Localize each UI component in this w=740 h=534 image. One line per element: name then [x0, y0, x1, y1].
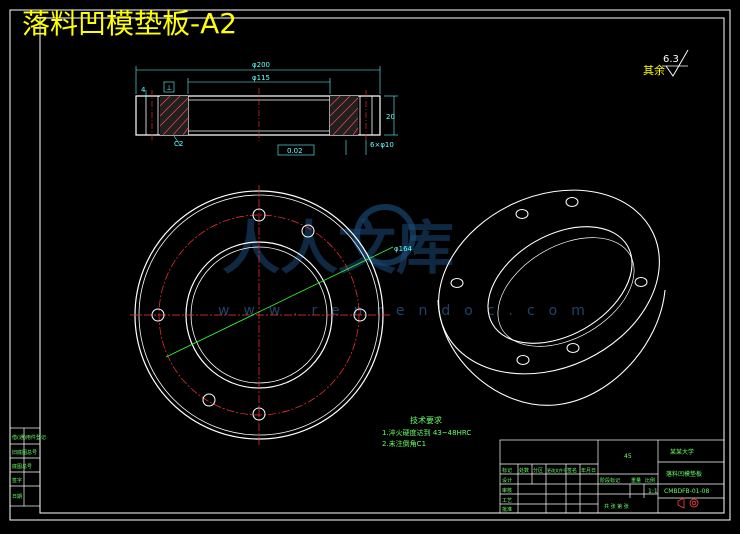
- tb-role-label: 审核: [502, 487, 512, 494]
- isometric-view: [437, 189, 666, 406]
- bolt-hole: [202, 393, 216, 407]
- watermark-logo-icon: [354, 204, 416, 266]
- roughness-value: 6.3: [663, 54, 679, 65]
- tb-row-label: 更改文件号: [547, 467, 567, 473]
- outer-border: [9, 9, 731, 521]
- iso-top-face: [438, 189, 660, 375]
- notes-heading: 技术要求: [410, 415, 442, 425]
- side-row-4: 签字: [12, 477, 22, 484]
- section-hatch-right: [329, 95, 359, 136]
- dim-pcd: φ164: [394, 245, 413, 253]
- bolt-hole: [353, 308, 367, 322]
- tb-material: 45: [624, 453, 632, 460]
- notes-line-2: 2.未注倒角C1: [382, 439, 426, 448]
- iso-bore: [487, 226, 633, 344]
- holes-note: 6×φ10: [370, 141, 394, 149]
- watermark: 人人文库 www.renrendoc.com: [218, 204, 599, 319]
- plan-view: φ164: [130, 185, 413, 445]
- tb-stage-label: 比例: [645, 477, 655, 484]
- bolt-hole: [252, 407, 266, 421]
- section-hatch-left: [159, 95, 189, 136]
- tb-role-label: 设计: [502, 477, 512, 484]
- pcd-leader: [165, 246, 394, 358]
- tolerance-box: ⊥: [166, 84, 172, 92]
- tb-row-label: 标记: [502, 467, 512, 474]
- tb-role-label: 工艺: [502, 498, 512, 504]
- tb-stage-label: 阶段标记: [600, 477, 620, 484]
- tb-row-label: 年月日: [581, 467, 596, 474]
- roughness-symbol: 其余 6.3: [643, 49, 689, 77]
- roughness-label: 其余: [643, 63, 665, 77]
- drawing-title: 落料凹模垫板-A2: [22, 7, 238, 40]
- tb-sheet: 共 张 第 张: [604, 503, 629, 510]
- side-row-5: 日期: [12, 494, 22, 500]
- flatness-note: 0.02: [287, 147, 303, 155]
- side-row-1: 借(通)用件登记: [12, 434, 46, 441]
- dim-overall: φ200: [252, 61, 270, 69]
- section-outline: [135, 95, 381, 136]
- tb-drawing-name: 落料凹模垫板: [666, 470, 702, 478]
- tb-role-label: 批准: [502, 506, 512, 513]
- title-block-text: 45 某某大学 落料凹模垫板 CMBDFB-01-08 1:1 共 张 第 张 …: [502, 448, 709, 513]
- dim-left: 4: [141, 86, 146, 94]
- dim-thickness: 20: [386, 113, 395, 121]
- tb-drawing-no: CMBDFB-01-08: [664, 488, 709, 495]
- plan-bolt-holes: [151, 208, 367, 421]
- title-block: [499, 439, 725, 514]
- bolt-hole: [151, 308, 165, 322]
- tb-row-label: 签名: [567, 467, 577, 474]
- iso-holes: [450, 197, 648, 365]
- chamfer-note: C2: [174, 140, 183, 148]
- side-row-2: 旧底图总号: [12, 449, 37, 456]
- watermark-text: 人人文库: [222, 214, 454, 282]
- technical-notes: 技术要求 1.淬火硬度达到 43~48HRC 2.未注倒角C1: [382, 415, 471, 448]
- section-view: φ200 φ115 20 4 ⊥ C2 0.02 6×φ10: [135, 61, 398, 156]
- watermark-url: www.renrendoc.com: [218, 303, 599, 319]
- tb-row-label: 处数: [519, 467, 529, 474]
- tb-school: 某某大学: [670, 448, 694, 456]
- notes-line-1: 1.淬火硬度达到 43~48HRC: [382, 428, 471, 437]
- bolt-hole: [301, 224, 315, 238]
- inner-border: [39, 17, 725, 514]
- drawing-frame: [9, 9, 731, 521]
- tb-stage-label: 重量: [631, 477, 641, 484]
- bolt-hole: [252, 208, 266, 222]
- dim-bore: φ115: [252, 74, 270, 82]
- iso-side-edge: [437, 289, 666, 406]
- side-table: [9, 427, 41, 507]
- tb-scale: 1:1: [648, 488, 658, 495]
- section-dimensions: [135, 66, 398, 156]
- roughness-check-icon: [665, 49, 689, 77]
- projection-symbol-icon: [677, 497, 699, 509]
- tb-row-label: 分区: [533, 467, 543, 474]
- side-row-3: 底图总号: [12, 463, 32, 470]
